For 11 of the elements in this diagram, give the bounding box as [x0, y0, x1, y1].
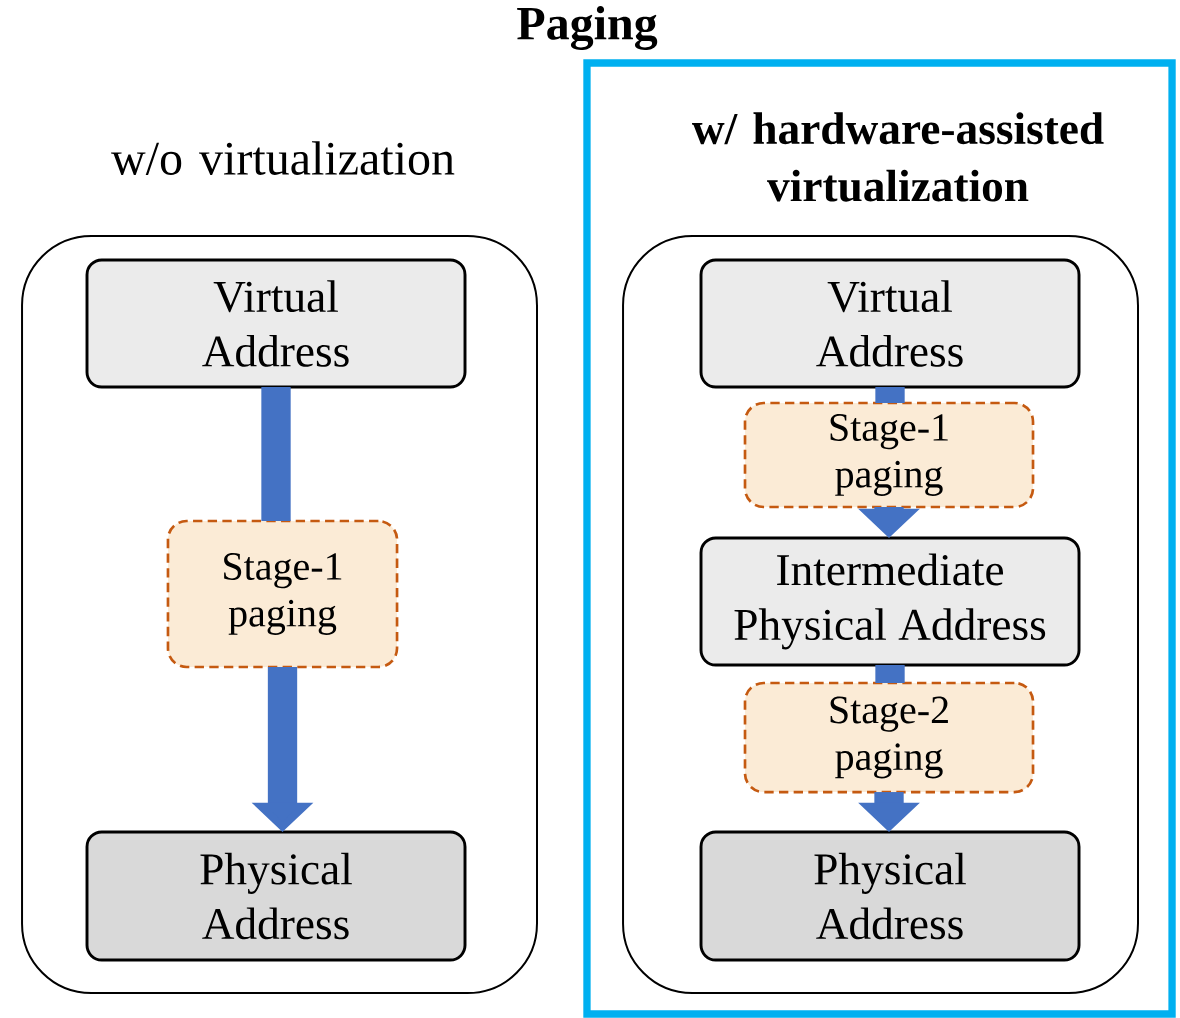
panel-heading: w/ hardware-assisted virtualization: [692, 112, 1104, 202]
address-box: Virtual Address: [85, 258, 467, 389]
address-box: Virtual Address: [699, 258, 1081, 389]
address-box: Physical Address: [699, 830, 1081, 962]
paging-stage-box: Stage-1 paging: [743, 401, 1035, 509]
address-box: Intermediate Physical Address: [699, 536, 1081, 667]
address-box: Physical Address: [85, 830, 467, 962]
title: Paging: [517, 6, 658, 50]
panel-heading: w/o virtualization: [111, 141, 455, 175]
paging-stage-box: Stage-2 paging: [743, 681, 1035, 794]
paging-stage-box: Stage-1 paging: [166, 519, 399, 669]
